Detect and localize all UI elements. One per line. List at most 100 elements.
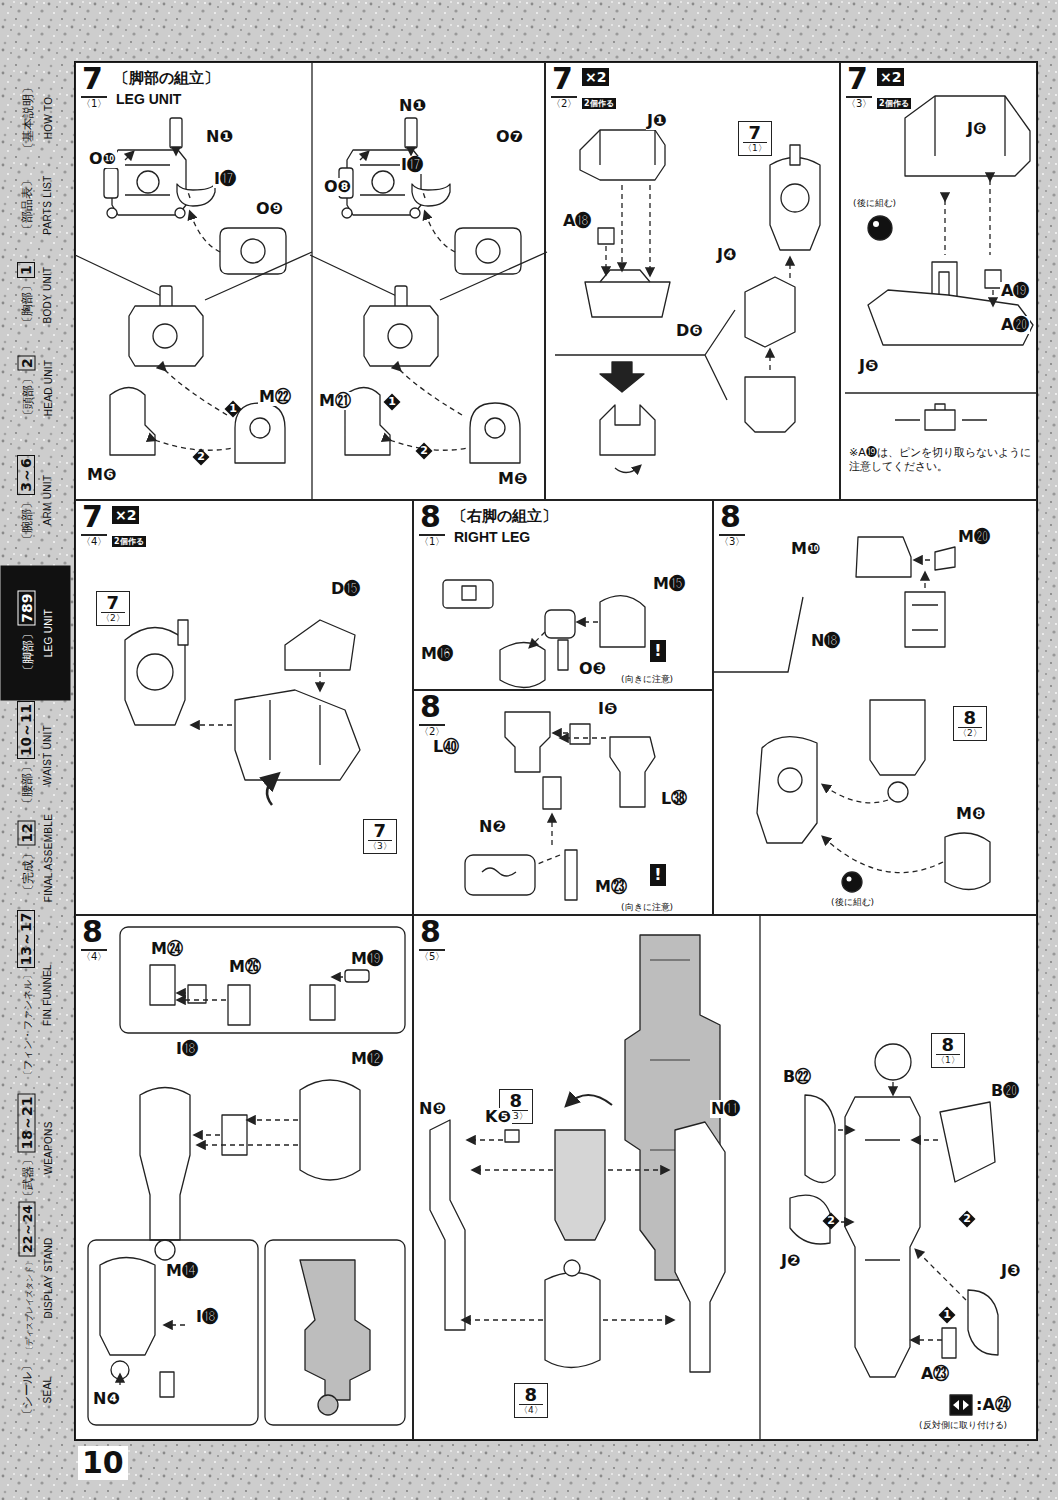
part-outline — [842, 872, 862, 892]
part-outline — [100, 1258, 155, 1356]
step-heading: 〈3〉 — [719, 534, 745, 548]
part-label: M❿ — [790, 540, 821, 558]
part-outline — [924, 573, 925, 588]
part-outline — [600, 270, 650, 282]
part-outline — [468, 1139, 503, 1140]
step-number: 8 — [958, 708, 982, 727]
step-reference-box: 7〈3〉 — [363, 819, 397, 854]
part-outline — [615, 466, 640, 473]
part-label: O❸ — [578, 660, 607, 678]
tab-japanese: 〔基本説明〕 — [20, 82, 34, 154]
tab-line: HEAD UNIT — [36, 359, 55, 416]
tab-line: 〔部品表〕 — [16, 175, 36, 235]
tab-english: FIN FUNNEL — [42, 964, 53, 1026]
part-outline — [300, 1260, 370, 1400]
part-outline — [888, 782, 908, 802]
index-tab: 〔武器〕18～21WEAPONS — [0, 1085, 70, 1210]
part-outline — [192, 672, 320, 725]
part-outline — [228, 985, 250, 1025]
step-heading: 〔右脚の組立〕 — [452, 507, 557, 525]
part-outline — [120, 1325, 185, 1385]
part-outline — [935, 547, 955, 570]
step-reference-box: 8〈2〉 — [953, 706, 987, 741]
part-outline — [845, 1097, 920, 1377]
part-outline — [319, 672, 320, 690]
part-outline — [823, 785, 888, 803]
step-heading: ×2 — [112, 506, 139, 524]
part-label: M㉑ — [318, 392, 352, 410]
sub-step: 〈2〉 — [958, 727, 982, 739]
tab-english: LEG UNIT — [42, 608, 53, 657]
tab-english: WAIST UNIT — [42, 725, 53, 785]
part-outline — [873, 221, 879, 227]
tab-number: 22～24 — [18, 1201, 35, 1255]
tab-rotated: 〔腰部〕10～11WAIST UNIT — [0, 700, 70, 810]
step-number: 8 — [420, 501, 441, 533]
part-outline — [600, 596, 645, 647]
tab-rotated: 〔脚部〕789LEG UNIT — [0, 565, 70, 700]
part-outline — [137, 654, 173, 690]
tab-number: 12 — [17, 820, 35, 845]
part-outline — [473, 1169, 553, 1170]
part-outline — [603, 1319, 673, 1320]
sub-step: 〈1〉 — [743, 142, 767, 154]
part-label: J❻ — [966, 120, 988, 138]
part-label: J❺ — [858, 357, 880, 375]
part-outline — [545, 610, 575, 638]
step-heading: 2個作る — [582, 98, 616, 109]
part-outline — [770, 158, 820, 251]
part-outline — [985, 270, 1001, 288]
sub-step: 〈4〉 — [519, 1404, 543, 1416]
tab-japanese: 〔頭部〕 — [20, 372, 34, 420]
part-label: I⓱ — [400, 156, 424, 174]
tab-line: 〔頭部〕2 — [16, 355, 36, 421]
step-diamond: 1 — [383, 393, 401, 411]
tab-number: 18～21 — [17, 1093, 35, 1152]
tab-line: LEG UNIT — [36, 608, 55, 657]
step-diamond: 1 — [938, 1306, 956, 1324]
step-diamond: 2 — [822, 1212, 840, 1230]
part-label: O❼ — [495, 128, 524, 146]
tab-line: 〔ディスプレイスタンド〕22～24 — [16, 1201, 36, 1353]
part-outline — [311, 62, 312, 500]
tab-english: HEAD UNIT — [42, 359, 53, 416]
part-outline — [248, 1119, 298, 1120]
part-label: J❸ — [1000, 1262, 1022, 1280]
part-outline — [745, 377, 795, 432]
part-outline — [198, 1144, 298, 1145]
part-outline — [430, 1120, 465, 1330]
part-outline — [912, 605, 938, 630]
part-label: M❻ — [86, 466, 117, 484]
part-outline — [195, 1134, 220, 1135]
part-outline — [119, 1375, 120, 1385]
tab-rotated: 〔胸部〕1BODY UNIT — [0, 250, 70, 340]
tab-english: PARTS LIST — [42, 175, 53, 234]
part-outline — [570, 724, 590, 744]
sub-step: 〈2〉 — [101, 612, 125, 624]
part-label: B㉒ — [782, 1068, 812, 1086]
part-outline — [868, 216, 892, 240]
part-label: B⓴ — [990, 1082, 1020, 1100]
step-heading: 2個作る — [877, 98, 911, 109]
index-tab: 〔シール〕SEAL — [0, 1345, 70, 1435]
step-reference-box: 8〈1〉 — [931, 1033, 965, 1068]
part-outline — [847, 877, 852, 882]
part-label: M⓯ — [652, 575, 686, 593]
tab-number: 2 — [17, 355, 35, 371]
part-outline — [300, 1080, 360, 1180]
step-heading: RIGHT LEG — [454, 529, 530, 545]
part-label: N❾ — [418, 1100, 447, 1118]
part-label: M⓳ — [350, 950, 384, 968]
index-tab: 〔腕部〕3～6ARM UNIT — [0, 435, 70, 565]
step-heading: 〈4〉 — [81, 534, 107, 548]
part-label: I⓲ — [175, 1040, 199, 1058]
part-outline — [865, 1140, 900, 1260]
part-label: O❾ — [255, 200, 284, 218]
tab-number: 13～17 — [17, 910, 35, 969]
part-label: A⓲ — [562, 212, 592, 230]
part-outline — [165, 1324, 185, 1325]
step-number: 8 — [82, 916, 103, 948]
part-outline — [905, 592, 945, 647]
part-label: M㉓ — [594, 878, 628, 896]
tab-number: 1 — [17, 262, 35, 278]
